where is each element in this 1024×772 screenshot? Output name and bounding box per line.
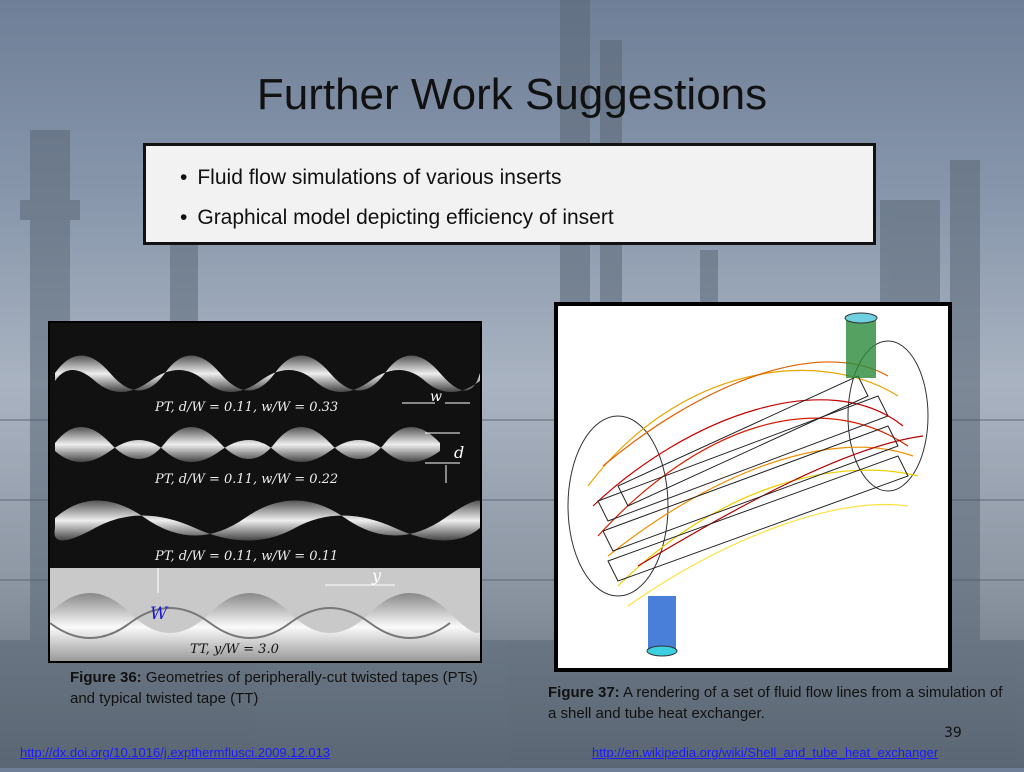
- tape-label: PT, d/W = 0.11, w/W = 0.33: [154, 400, 338, 415]
- dim-label-d: d: [454, 443, 464, 462]
- tape-label: TT, y/W = 3.0: [190, 642, 279, 657]
- heat-exchanger-figure: [554, 302, 952, 672]
- tape-label: PT, d/W = 0.11, w/W = 0.11: [154, 549, 338, 564]
- bullet-item: • Graphical model depicting efficiency of…: [180, 198, 873, 238]
- bullet-item: • Fluid flow simulations of various inser…: [180, 158, 873, 198]
- bullet-text: Fluid flow simulations of various insert…: [197, 166, 562, 189]
- figure-36-caption: Figure 36: Geometries of peripherally-cu…: [70, 667, 490, 709]
- slide-title: Further Work Suggestions: [256, 70, 768, 119]
- slide-number: 39: [944, 725, 962, 741]
- dim-label-y: y: [371, 566, 382, 585]
- caption-label: Figure 36:: [70, 669, 142, 686]
- figure-37-caption: Figure 37: A rendering of a set of fluid…: [548, 682, 1008, 724]
- twisted-tape-figure: PT, d/W = 0.11, w/W = 0.33 PT, d/W = 0.1…: [48, 321, 482, 663]
- tape-label: PT, d/W = 0.11, w/W = 0.22: [154, 472, 338, 487]
- caption-label: Figure 37:: [548, 684, 620, 701]
- dimension-markers: [157, 402, 470, 593]
- doi-link[interactable]: http://dx.doi.org/10.1016/j.expthermflus…: [20, 745, 331, 760]
- bullet-list-box: • Fluid flow simulations of various inser…: [143, 143, 876, 245]
- bullet-glyph: •: [180, 166, 188, 189]
- wikipedia-link[interactable]: http://en.wikipedia.org/wiki/Shell_and_t…: [592, 745, 939, 760]
- dim-label-W: W: [150, 604, 169, 624]
- bullet-glyph: •: [180, 206, 188, 229]
- dim-label-w: w: [430, 389, 442, 405]
- caption-text: Geometries of peripherally-cut twisted t…: [70, 669, 478, 707]
- bullet-text: Graphical model depicting efficiency of …: [197, 206, 614, 229]
- caption-text: A rendering of a set of fluid flow lines…: [548, 684, 1003, 722]
